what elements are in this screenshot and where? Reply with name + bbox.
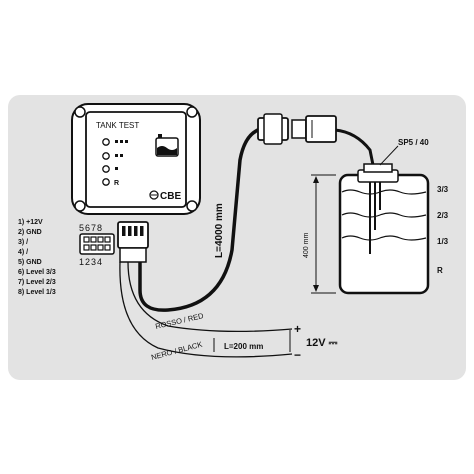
cbe-logo: CBE <box>149 190 181 202</box>
pinout-list: 1) +12V 2) GND 3) / 4) / 5) GND 6) Level 3/3 7… <box>18 219 56 296</box>
mount-hole-icon <box>186 200 198 212</box>
red-wire <box>127 261 293 333</box>
panel-title: TANK TEST <box>96 121 139 130</box>
connector-8-pin: 5678 1234 <box>79 223 115 267</box>
cable-coupler <box>257 113 337 145</box>
tank-height-label: 400 mm <box>303 233 310 258</box>
led-indicator <box>102 152 110 160</box>
mount-hole-icon <box>74 106 86 118</box>
tank-level-labels: 3/3 2/3 1/3R <box>437 185 449 275</box>
pinout-item: 1) +12V <box>18 219 43 226</box>
pinout-item: 2) GND <box>18 229 42 236</box>
level-2-3-icon <box>115 154 123 157</box>
pinout-item: 7) Level 2/3 <box>18 279 56 286</box>
pinout-item: 8) Level 1/3 <box>18 289 56 296</box>
led-indicator <box>102 138 110 146</box>
power-lead-length: L=200 mm <box>224 342 263 351</box>
level-line-1-3 <box>341 235 427 241</box>
level-1-3-icon <box>115 167 118 170</box>
pinout-item: 6) Level 3/3 <box>18 269 56 276</box>
sensor-model: SP5 / 40 <box>398 138 429 147</box>
connector-pins-bottom: 1234 <box>79 257 103 267</box>
main-cable <box>138 126 269 312</box>
water-tank <box>338 163 430 295</box>
sensor-leader-line <box>379 145 399 166</box>
tank-level-label: 1/3 <box>437 237 449 246</box>
tank-level-label: 3/3 <box>437 185 449 194</box>
plug-connector <box>117 221 149 263</box>
tank-symbol-icon <box>155 134 179 157</box>
led-indicator <box>102 178 110 186</box>
connector-pins-top: 5678 <box>79 223 103 233</box>
reserve-label: R <box>114 180 119 187</box>
tank-level-label: R <box>437 266 443 275</box>
tank-level-label: 2/3 <box>437 211 449 220</box>
tank-test-panel: TANK TEST R CBE <box>71 103 201 215</box>
main-cable-length: L=4000 mm <box>214 203 225 258</box>
supply-voltage: 12V ⎓ <box>306 337 338 349</box>
level-line-2-3 <box>341 212 427 218</box>
power-lead-dimension: L=200 mm <box>213 330 291 352</box>
level-3-3-icon <box>115 140 128 143</box>
mount-hole-icon <box>74 200 86 212</box>
sensor-cap <box>363 163 393 173</box>
connector-pins-icon <box>83 236 111 251</box>
minus-terminal: − <box>294 348 301 362</box>
plus-terminal: + <box>294 322 301 336</box>
pinout-item: 4) / <box>18 249 28 256</box>
led-indicator <box>102 165 110 173</box>
tank-height-dimension: 400 mm <box>303 174 336 294</box>
brand-label: CBE <box>160 191 181 202</box>
black-wire <box>119 261 293 358</box>
tank-body <box>338 173 430 295</box>
pinout-item: 5) GND <box>18 259 42 266</box>
sensor-cable <box>334 128 376 171</box>
mount-hole-icon <box>186 106 198 118</box>
pinout-item: 3) / <box>18 239 28 246</box>
